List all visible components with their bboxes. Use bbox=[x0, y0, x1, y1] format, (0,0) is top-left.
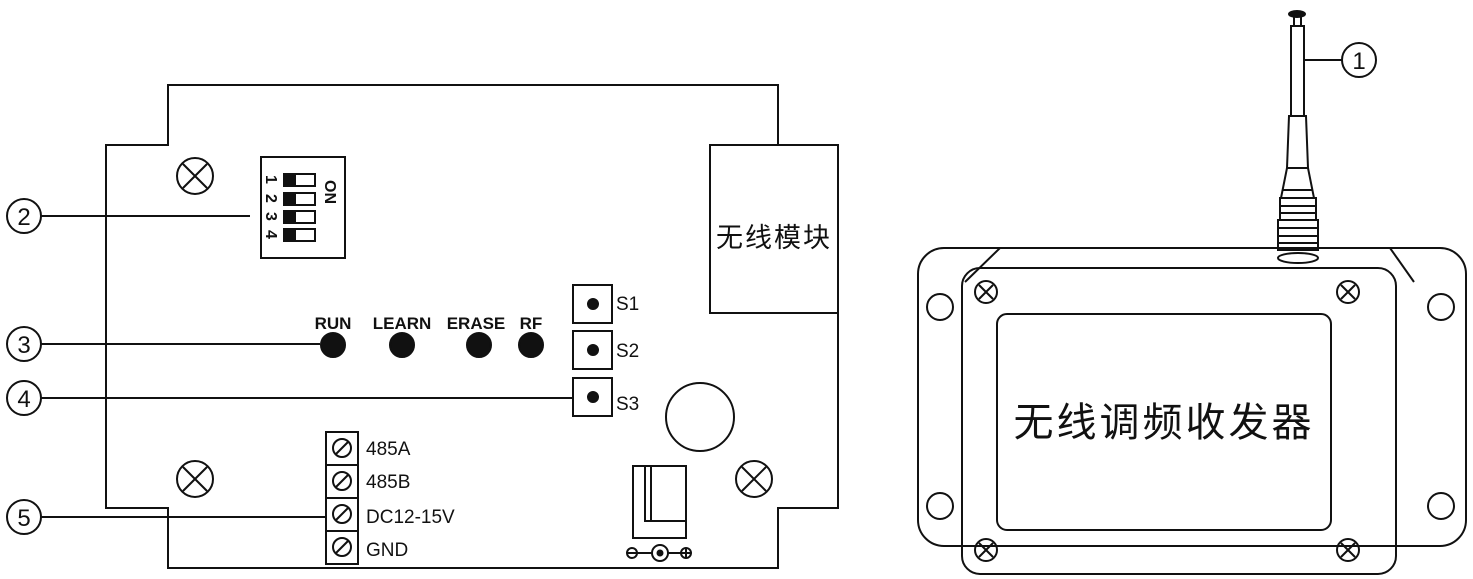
callout-3-label: 3 bbox=[17, 332, 30, 359]
terminal-485a-label: 485A bbox=[366, 439, 411, 460]
button-s1-label: S1 bbox=[616, 294, 639, 315]
antenna bbox=[1277, 10, 1319, 264]
dip-switch bbox=[260, 156, 346, 259]
dip-switch-slots bbox=[283, 173, 316, 242]
button-s3 bbox=[572, 377, 613, 417]
wireless-module-label: 无线模块 bbox=[716, 223, 832, 254]
dip-number-4: 4 bbox=[262, 230, 279, 239]
enclosure-screw-icon bbox=[1336, 538, 1360, 562]
flange-hole bbox=[926, 492, 954, 520]
dip-number-3: 3 bbox=[262, 212, 279, 221]
terminal-485b-label: 485B bbox=[366, 472, 410, 493]
flange-hole bbox=[1427, 293, 1455, 321]
callout-1-label: 1 bbox=[1352, 48, 1365, 75]
pcb-screw-icon bbox=[176, 157, 214, 195]
callout-4-label: 4 bbox=[17, 386, 30, 413]
callout-5-label: 5 bbox=[17, 505, 30, 532]
terminal-gnd-label: GND bbox=[366, 540, 408, 561]
led-learn bbox=[389, 332, 415, 358]
button-s1 bbox=[572, 284, 613, 324]
callout-2 bbox=[6, 198, 250, 234]
pcb-screw-icon bbox=[735, 460, 773, 498]
led-erase-label: ERASE bbox=[447, 314, 506, 333]
led-rf bbox=[518, 332, 544, 358]
button-s3-label: S3 bbox=[616, 394, 639, 415]
callout-3 bbox=[6, 326, 320, 362]
pcb-screw-icon bbox=[176, 460, 214, 498]
led-run bbox=[320, 332, 346, 358]
callout-4 bbox=[6, 380, 573, 416]
enclosure-screw-icon bbox=[974, 280, 998, 304]
dip-number-1: 1 bbox=[262, 175, 279, 184]
dip-on-label: ON bbox=[321, 180, 338, 204]
led-learn-label: LEARN bbox=[373, 314, 432, 333]
terminal-block bbox=[325, 431, 359, 565]
enclosure-screw-icon bbox=[974, 538, 998, 562]
mounting-flange bbox=[917, 247, 1467, 547]
led-erase bbox=[466, 332, 492, 358]
button-s2 bbox=[572, 330, 613, 370]
flange-hole bbox=[1427, 492, 1455, 520]
polarity-icon bbox=[626, 544, 692, 562]
buzzer bbox=[665, 382, 735, 452]
dip-number-2: 2 bbox=[262, 194, 279, 203]
label-panel bbox=[996, 313, 1332, 531]
button-s2-label: S2 bbox=[616, 341, 639, 362]
wireless-module-box bbox=[709, 144, 839, 314]
led-rf-label: RF bbox=[520, 314, 543, 333]
enclosure-label: 无线调频收发器 bbox=[1014, 400, 1315, 446]
callout-5 bbox=[6, 499, 326, 535]
led-run-label: RUN bbox=[315, 314, 352, 333]
enclosure-top-bevel bbox=[964, 247, 1415, 283]
callout-1 bbox=[1304, 42, 1377, 78]
flange-hole bbox=[926, 293, 954, 321]
callout-2-label: 2 bbox=[17, 204, 30, 231]
enclosure-screw-icon bbox=[1336, 280, 1360, 304]
dc-jack bbox=[632, 465, 687, 539]
terminal-dc-label: DC12-15V bbox=[366, 507, 455, 528]
enclosure-body bbox=[961, 267, 1397, 575]
